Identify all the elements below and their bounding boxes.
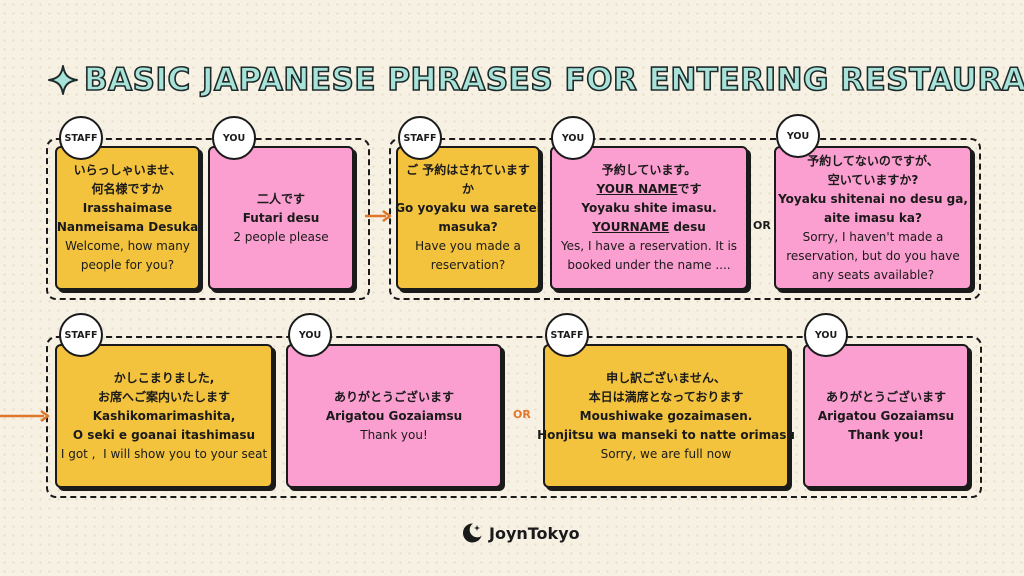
phrase-romaji: Kashikomarimashita, xyxy=(92,408,236,423)
phrase-japanese: 本日は満席となっております xyxy=(588,389,744,404)
phrase-japanese: 予約しています。 xyxy=(601,163,697,177)
staff-badge: STAFF xyxy=(545,313,589,357)
phrase-japanese-name-line: YOUR NAMEです xyxy=(596,180,701,199)
phrase-card-staff-show-seat: かしこまりました, お席へご案内いたします Kashikomarimashita… xyxy=(55,344,273,488)
phrase-english: Welcome, how many xyxy=(65,239,190,253)
phrase-english: reservation, but do you have xyxy=(786,248,960,263)
phrase-english: Yes, I have a reservation. It is xyxy=(560,239,738,253)
phrase-romaji: masuka? xyxy=(438,220,498,234)
phrase-romaji: Futari desu xyxy=(242,210,320,225)
phrase-japanese: かしこまりました, xyxy=(113,370,215,385)
phrase-card-staff-reservation-question: ご 予約はされています か Go yoyaku wa saretei masuk… xyxy=(395,146,541,290)
phrase-japanese: いらっしゃいませ、 xyxy=(73,163,182,177)
name-placeholder: YOURNAME xyxy=(592,220,670,234)
phrase-japanese: ありがとうございます xyxy=(825,389,946,404)
page-title: BASIC JAPANESE PHRASES FOR ENTERING REST… xyxy=(83,61,1024,99)
phrase-card-you-thank-you: ありがとうございます Arigatou Gozaiamsu Thank you! xyxy=(286,344,502,488)
phrase-romaji: Thank you! xyxy=(848,427,924,442)
phrase-japanese: 予約してないのですが、 xyxy=(807,153,939,168)
phrase-romaji: Yoyaku shitenai no desu ga, xyxy=(778,191,968,206)
phrase-japanese: 二人です xyxy=(256,191,305,206)
or-label: OR xyxy=(753,219,771,232)
phrase-english: Sorry, we are full now xyxy=(600,446,732,461)
you-badge: YOU xyxy=(212,116,256,160)
phrase-romaji-name-line: YOURNAME desu xyxy=(592,218,706,237)
you-badge: YOU xyxy=(804,313,848,357)
phrase-english: Have you made a xyxy=(415,239,521,253)
phrase-card-you-no-reservation: 予約してないのですが、 空いていますか? Yoyaku shitenai no … xyxy=(774,146,972,290)
phrase-romaji: Yoyaku shite imasu. xyxy=(581,201,717,215)
sparkle-icon xyxy=(48,65,78,95)
staff-badge: STAFF xyxy=(59,116,103,160)
phrase-english: Sorry, I haven't made a xyxy=(802,229,944,244)
phrase-card-you-party-size: 二人です Futari desu 2 people please xyxy=(208,146,354,290)
group-greeting xyxy=(46,138,370,300)
page-title-row: BASIC JAPANESE PHRASES FOR ENTERING REST… xyxy=(48,58,1024,102)
phrase-card-you-thank-you-2: ありがとうございます Arigatou Gozaiamsu Thank you! xyxy=(803,344,969,488)
phrase-romaji: Moushiwake gozaimasen. xyxy=(579,408,753,423)
phrase-romaji: Go yoyaku wa saretei xyxy=(395,201,541,215)
phrase-romaji: Irasshaimase xyxy=(82,201,173,215)
moon-star-icon xyxy=(462,523,482,543)
phrase-english: 2 people please xyxy=(233,229,329,244)
phrase-english: any seats available? xyxy=(811,267,935,282)
phrase-japanese: か xyxy=(461,182,474,196)
phrase-romaji: O seki e goanai itashimasu xyxy=(72,427,256,442)
phrase-english: reservation? xyxy=(430,258,506,272)
phrase-english: I got , I will show you to your seat xyxy=(60,446,268,461)
phrase-english: booked under the name .... xyxy=(567,258,731,272)
phrase-romaji: Arigatou Gozaiamsu xyxy=(325,408,463,423)
phrase-romaji: Arigatou Gozaiamsu xyxy=(817,408,955,423)
staff-badge: STAFF xyxy=(59,313,103,357)
phrase-english: people for you? xyxy=(80,258,175,272)
phrase-japanese: 申し訳ございません、 xyxy=(606,370,726,385)
name-placeholder: YOUR NAME xyxy=(596,182,678,196)
phrase-romaji: Honjitsu wa manseki to natte orimasu xyxy=(537,427,795,442)
brand-name: JoynTokyo xyxy=(489,523,580,543)
phrase-romaji: aite imasu ka? xyxy=(824,210,922,225)
brand-logo: JoynTokyo xyxy=(460,519,580,547)
arrow-right-icon xyxy=(0,409,50,423)
phrase-japanese: ご 予約はされています xyxy=(406,163,530,177)
phrase-romaji: Nanmeisama Desuka xyxy=(56,220,199,234)
phrase-japanese: お席へご案内いたします xyxy=(97,389,230,404)
you-badge: YOU xyxy=(776,114,820,158)
phrase-english: Thank you! xyxy=(360,427,428,442)
phrase-card-you-have-reservation: 予約しています。 YOUR NAMEです Yoyaku shite imasu.… xyxy=(550,146,748,290)
phrase-card-staff-full: 申し訳ございません、 本日は満席となっております Moushiwake goza… xyxy=(537,344,795,488)
phrase-card-staff-greeting: いらっしゃいませ、 何名様ですか Irasshaimase Nanmeisama… xyxy=(55,146,200,290)
phrase-japanese: 何名様ですか xyxy=(91,182,164,196)
phrase-japanese-suffix: です xyxy=(677,182,702,196)
arrow-right-icon xyxy=(365,209,392,223)
phrase-romaji-suffix: desu xyxy=(669,220,706,234)
phrase-japanese: 空いていますか? xyxy=(827,172,919,187)
you-badge: YOU xyxy=(551,116,595,160)
or-label: OR xyxy=(513,408,531,421)
staff-badge: STAFF xyxy=(398,116,442,160)
you-badge: YOU xyxy=(288,313,332,357)
group-reservation xyxy=(389,138,981,300)
phrase-japanese: ありがとうございます xyxy=(333,389,454,404)
